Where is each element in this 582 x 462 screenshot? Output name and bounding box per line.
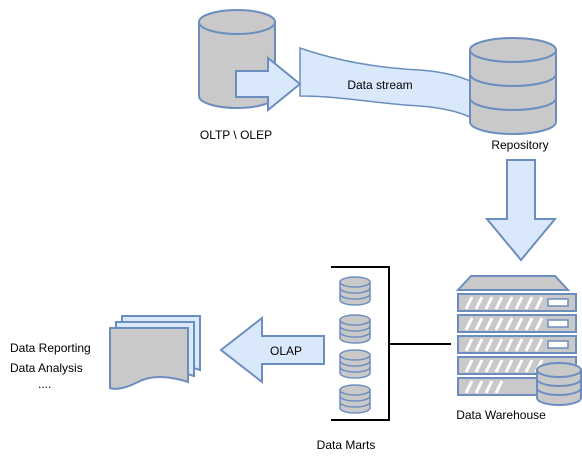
data-warehouse-label: Data Warehouse (456, 408, 546, 422)
olap-arrow-icon (219, 315, 325, 385)
db-stack-icon (339, 349, 371, 379)
db-stack-icon (339, 384, 371, 414)
db-stack-icon (339, 276, 371, 306)
data-stream-label: Data stream (347, 78, 412, 92)
down-arrow-icon (484, 159, 558, 262)
output-data-reporting: Data Reporting (10, 341, 91, 355)
document-stack-icon (109, 315, 201, 390)
repository-label: Repository (491, 138, 548, 152)
output-data-analysis: Data Analysis (10, 361, 83, 375)
output-ellipsis: .... (38, 377, 51, 391)
db-stack-icon (339, 314, 371, 344)
repository-disk-stack-icon (469, 37, 557, 135)
warehouse-db-stack-icon (536, 362, 582, 406)
data-marts-bracket (331, 266, 451, 421)
olap-label: OLAP (270, 344, 302, 358)
stream-arrow-icon (235, 55, 302, 113)
server-rack-icon (455, 275, 577, 396)
oltp-label: OLTP \ OLEP (200, 128, 272, 142)
data-marts-label: Data Marts (317, 438, 376, 452)
